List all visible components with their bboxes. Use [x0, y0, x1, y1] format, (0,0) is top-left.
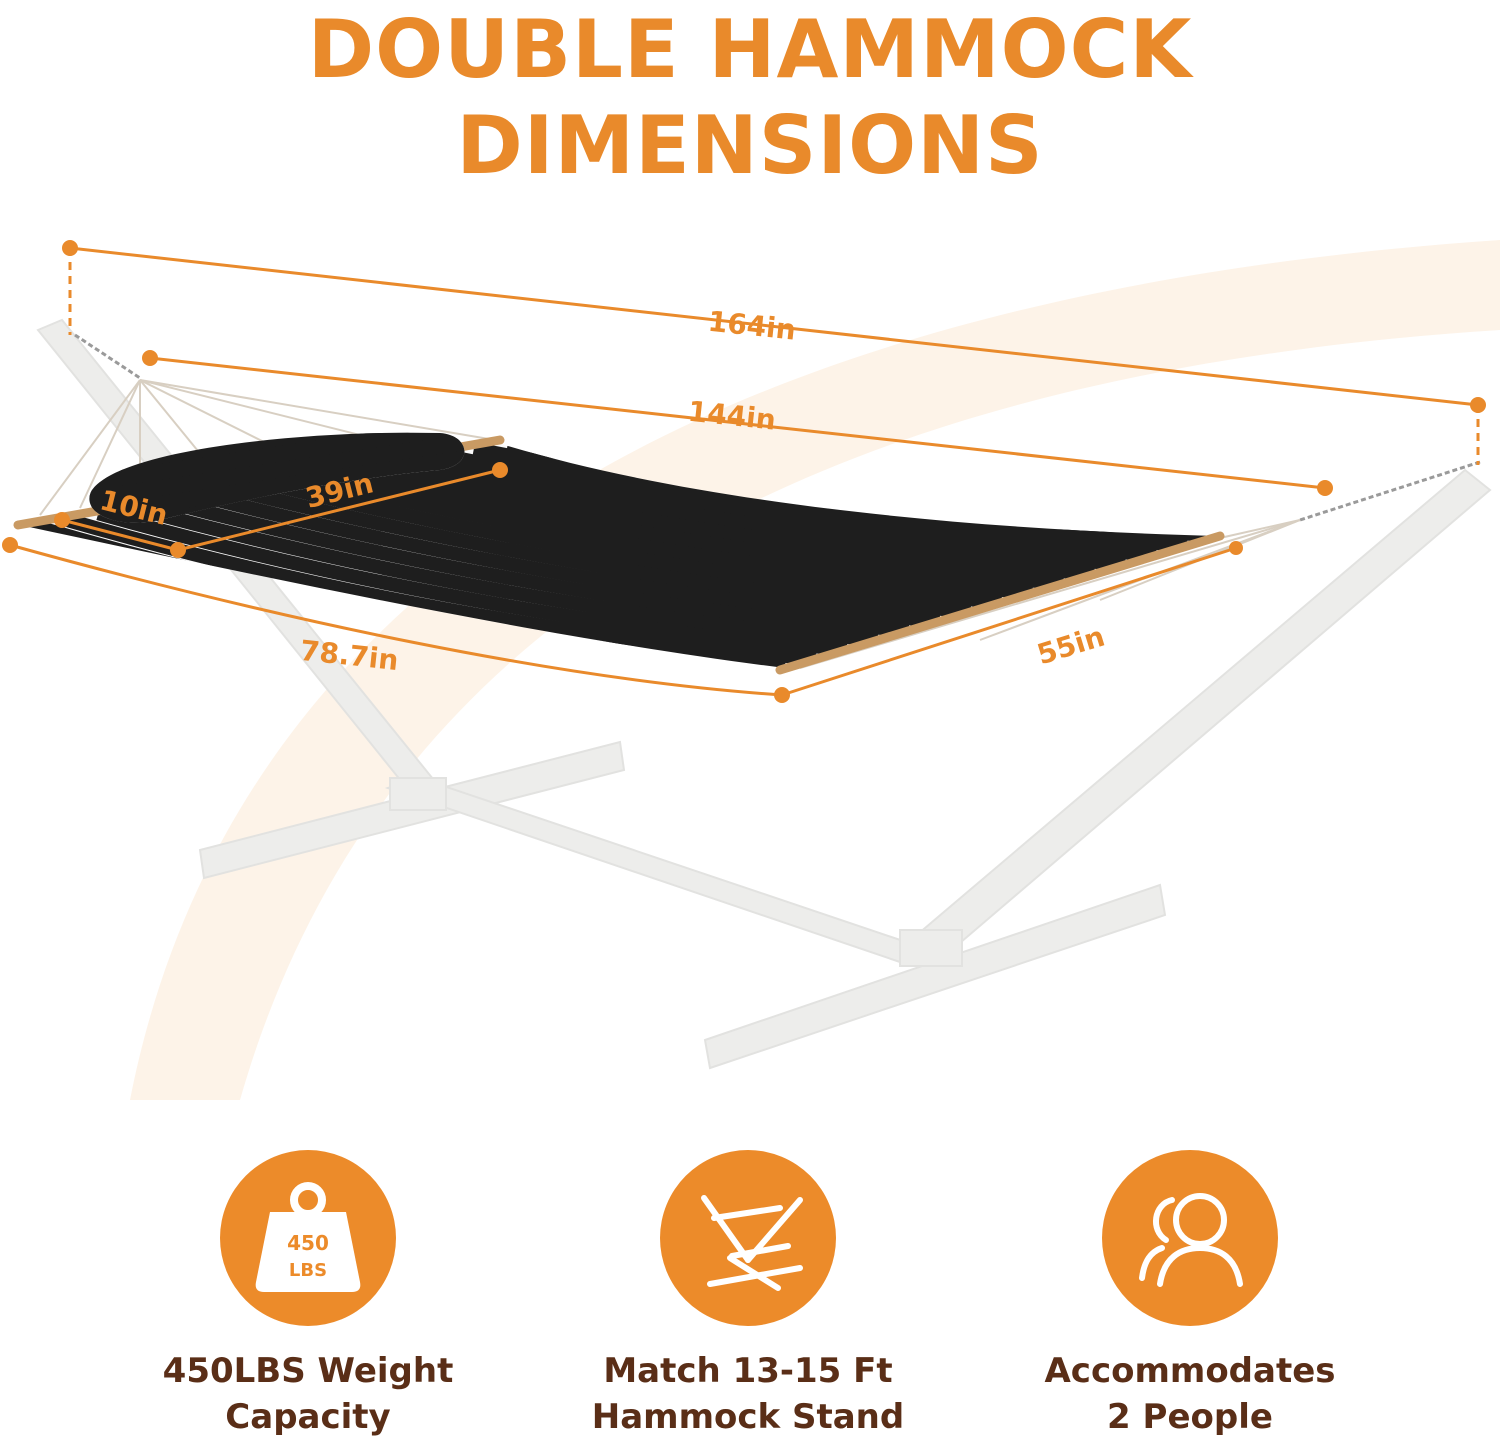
- feature-stand-line1: Match 13-15 Ft: [603, 1351, 893, 1391]
- weight-capacity-badge: 450 LBS: [220, 1150, 396, 1326]
- feature-capacity-people: Accommodates 2 People: [980, 1150, 1400, 1440]
- feature-weight-text: 450LBS Weight Capacity: [98, 1348, 518, 1440]
- weight-icon: 450 LBS: [255, 1182, 361, 1292]
- pillow-stripe: [89, 448, 465, 523]
- hammock-stripe: [404, 453, 1126, 572]
- feature-weight-line1: 450LBS Weight: [162, 1351, 454, 1391]
- hammock-stripe: [335, 465, 1064, 591]
- hammock-stripe: [164, 494, 910, 638]
- people-icon: [1139, 1193, 1243, 1287]
- hammock-stripe: [369, 459, 1095, 581]
- hammock-stand-icon: [701, 1195, 803, 1291]
- dimension-lines: [9, 246, 1480, 697]
- dim-line-10: [61, 518, 179, 552]
- feature-people-text: Accommodates 2 People: [980, 1348, 1400, 1440]
- feature-stand-compat: Match 13-15 Ft Hammock Stand: [538, 1150, 958, 1440]
- feature-stand-text: Match 13-15 Ft Hammock Stand: [538, 1348, 958, 1440]
- hammock-bed: [20, 443, 1218, 668]
- title-line-2: DIMENSIONS: [456, 99, 1044, 192]
- dim-label-164: 164in: [706, 305, 797, 347]
- dim-line-78: [9, 543, 783, 697]
- pillow-stripe: [89, 432, 465, 514]
- hammock-illustration: 164in 144in 39in 10in 78.7in 55in: [2, 240, 1492, 1070]
- dim-label-55: 55in: [1033, 620, 1108, 672]
- feature-weight-line2: Capacity: [225, 1397, 391, 1437]
- dim-line-164: [69, 246, 1479, 407]
- dimension-endpoints: [2, 240, 1486, 703]
- hammock-stripe: [233, 483, 972, 619]
- dim-label-144: 144in: [686, 395, 777, 437]
- weight-icon-number: 450: [287, 1231, 329, 1255]
- people-badge: [1102, 1150, 1278, 1326]
- pillow-stripe: [89, 432, 465, 498]
- dim-line-144: [149, 356, 1326, 490]
- hammock-stripe: [438, 447, 1157, 562]
- hammock-stripe: [198, 488, 941, 628]
- feature-people-line2: 2 People: [1107, 1397, 1273, 1437]
- dim-line-55: [781, 546, 1237, 697]
- stand-compat-badge: [660, 1150, 836, 1326]
- feature-people-line1: Accommodates: [1044, 1351, 1336, 1391]
- hammock-stripe: [267, 477, 1003, 609]
- feature-stand-line2: Hammock Stand: [591, 1397, 905, 1437]
- title-line-1: DOUBLE HAMMOCK: [307, 3, 1193, 96]
- dim-line-39: [177, 468, 501, 552]
- hammock-chains: [74, 333, 1481, 522]
- weight-icon-unit: LBS: [289, 1260, 327, 1281]
- hammock-stripe: [301, 471, 1033, 600]
- feature-weight-capacity: 450 LBS 450LBS Weight Capacity: [98, 1150, 518, 1440]
